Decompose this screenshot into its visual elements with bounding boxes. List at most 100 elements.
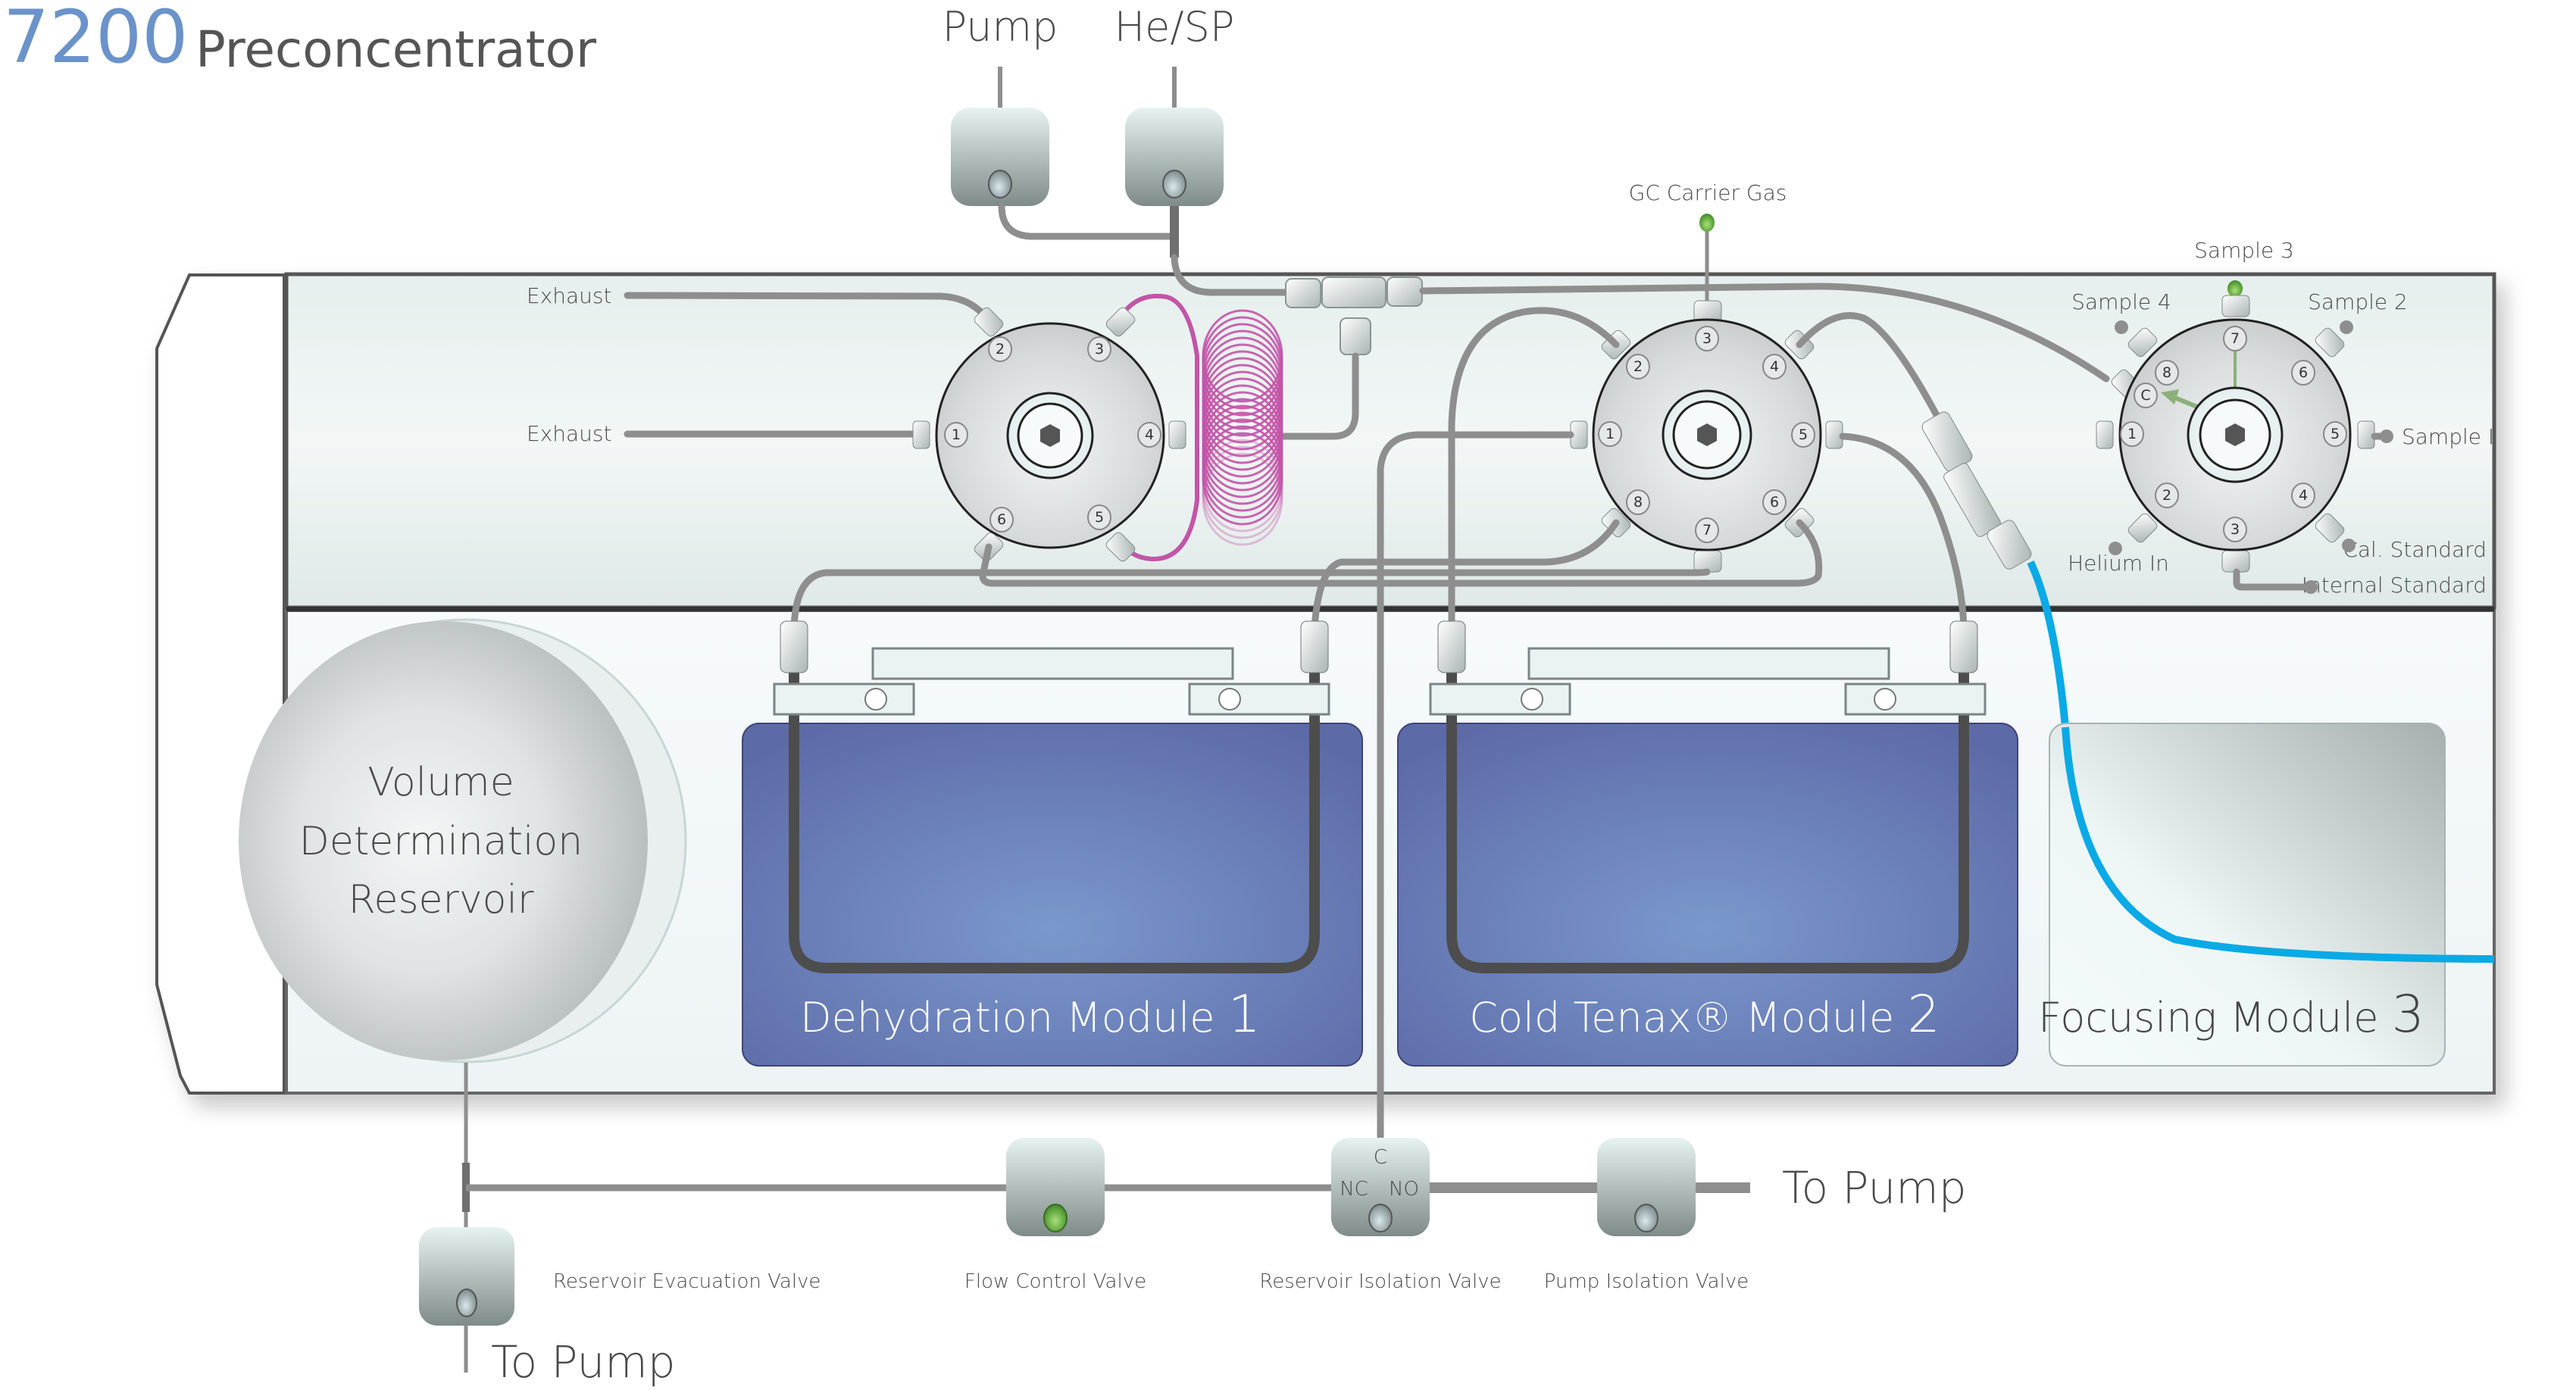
module-1-label: Dehydration Module 1 — [800, 985, 1261, 1045]
tube-v2-port6 — [979, 519, 1823, 587]
module-1-dehydration[interactable]: Dehydration Module 1 — [742, 620, 1363, 1067]
coil-loop-tube — [1118, 293, 1199, 562]
valve-2-port-7: 7 — [1702, 522, 1712, 539]
title-model: 7200 — [3, 0, 188, 80]
valve-3-stream-selector[interactable]: Sample 3 Sample 4 Sample 2 Sample I Heli… — [2068, 238, 2494, 598]
bottom-valve-flow-control[interactable]: Flow Control Valve — [964, 1138, 1146, 1293]
to-pump-label-bottom: To Pump — [491, 1336, 676, 1388]
port-badge — [2223, 517, 2247, 542]
module-2-label: Cold Tenax® Module 2 — [1469, 985, 1940, 1045]
port-badge — [988, 336, 1012, 362]
tube-v2-port5 — [1839, 433, 1968, 633]
indicator-light-icon — [1368, 1204, 1393, 1232]
valve-2-port-1: 1 — [1605, 426, 1615, 442]
module-3-label: Focusing Module 3 — [2038, 985, 2424, 1045]
port-badge — [1137, 422, 1161, 448]
valve-3-port-1: 1 — [2127, 426, 2137, 442]
coil-turn — [1202, 452, 1283, 546]
sample-loop-coil — [1202, 309, 1283, 546]
port-badge — [2134, 383, 2158, 408]
port-nc-label: NC — [1340, 1178, 1368, 1201]
module-3-focusing[interactable]: Focusing Module 3 — [2038, 723, 2446, 1067]
port-badge — [1695, 326, 1719, 351]
sample-3-label: Sample 3 — [2194, 238, 2294, 263]
he-sp-valve-body[interactable] — [1125, 108, 1224, 206]
valve-2-port-6: 6 — [1770, 494, 1779, 511]
he-sp-tube — [1171, 254, 1292, 296]
tee-fitting — [1285, 276, 1423, 355]
hex-bolt-icon — [1040, 424, 1060, 447]
valve-3-port-8: 8 — [2162, 364, 2171, 381]
internal-standard-tube — [2233, 568, 2313, 591]
port-badge — [1598, 421, 1622, 447]
helium-in-label: Helium In — [2068, 551, 2169, 576]
coil-turn — [1202, 439, 1283, 533]
module-2-cold-tenax[interactable]: Cold Tenax® Module 2 — [1397, 620, 2018, 1067]
he-sp-label: He/SP — [1114, 3, 1235, 51]
reservoir-isolation-valve-label: Reservoir Isolation Valve — [1259, 1270, 1501, 1293]
indicator-light-icon — [1634, 1204, 1658, 1232]
valve-1-port-3: 3 — [1095, 341, 1104, 358]
tube-v2-port1 — [1377, 431, 1574, 1151]
valve-3-port-7: 7 — [2231, 330, 2240, 347]
port-no-label: NO — [1389, 1178, 1419, 1201]
hex-bolt-icon — [2225, 423, 2245, 446]
sample-1-label: Sample I — [2402, 424, 2494, 449]
tube-v2-port2 — [1448, 307, 1620, 633]
exhaust-label-1: Exhaust — [527, 283, 611, 308]
valve-1-port-2: 2 — [996, 341, 1005, 358]
sample-3-active-icon — [2227, 280, 2243, 297]
port-badge — [1791, 422, 1815, 448]
bottom-valve-pump-isolation[interactable]: Pump Isolation Valve — [1544, 1138, 1749, 1293]
port-badge — [1626, 489, 1650, 515]
port-badge — [1695, 517, 1719, 543]
valve-3-port-c: C — [2140, 387, 2150, 404]
tube-tee-to-valve3 — [1419, 283, 2110, 383]
focusing-trap — [1921, 411, 2032, 570]
port-badge — [944, 422, 968, 448]
port-badge — [1762, 489, 1787, 515]
indicator-light-icon — [1162, 170, 1186, 198]
valve-1-port-1: 1 — [952, 426, 961, 443]
valve-3-port-6: 6 — [2299, 364, 2308, 381]
bottom-valve-reservoir-isolation[interactable]: C NC NO Reservoir Isolation Valve — [1259, 1138, 1502, 1293]
indicator-light-icon — [988, 170, 1012, 198]
coil-turn — [1202, 445, 1283, 539]
indicator-light-icon — [456, 1288, 477, 1317]
pump-valve-body[interactable] — [951, 108, 1049, 206]
rotor-direction-arrow-icon — [2161, 389, 2179, 405]
enclosure-side-panel — [155, 273, 286, 1095]
port-badge — [2155, 483, 2179, 508]
port-badge — [2223, 326, 2247, 351]
bottom-valve-reservoir-evacuation[interactable]: Reservoir Evacuation Valve — [419, 1227, 821, 1326]
port-badge — [2323, 421, 2347, 447]
valve-3-port-5: 5 — [2331, 426, 2340, 442]
port-badge — [2291, 483, 2315, 508]
top-valve-pump[interactable]: Pump — [943, 3, 1058, 206]
pump-isolation-valve-label: Pump Isolation Valve — [1544, 1270, 1749, 1293]
pump-tube — [998, 202, 1178, 240]
port-badge — [2291, 360, 2315, 386]
reservoir-label-line-2: Determination — [299, 819, 583, 864]
top-valve-he-sp[interactable]: He/SP — [1114, 3, 1235, 206]
port-c-label: C — [1374, 1146, 1387, 1169]
tube-v2-port7 — [790, 568, 1711, 633]
valve-3-port-2: 2 — [2162, 487, 2171, 504]
sample-2-label: Sample 2 — [2308, 289, 2408, 314]
valve-2-port-5: 5 — [1799, 426, 1808, 443]
gc-carrier-gas-label: GC Carrier Gas — [1629, 180, 1787, 205]
reservoir-evacuation-valve-label: Reservoir Evacuation Valve — [553, 1270, 821, 1293]
cal-standard-label: Cal. Standard — [2343, 537, 2487, 562]
valve-3-port-3: 3 — [2231, 521, 2240, 538]
valve-1-port-6: 6 — [997, 511, 1006, 528]
exhaust-label-2: Exhaust — [527, 421, 611, 446]
tube-tee-to-coil — [1277, 352, 1359, 440]
flow-control-valve-label: Flow Control Valve — [964, 1270, 1146, 1293]
valve-2-port-2: 2 — [1633, 358, 1643, 375]
tube-v2-port8 — [1311, 519, 1620, 633]
port-badge — [989, 507, 1014, 533]
reservoir-label-line-1: Volume — [367, 760, 514, 805]
